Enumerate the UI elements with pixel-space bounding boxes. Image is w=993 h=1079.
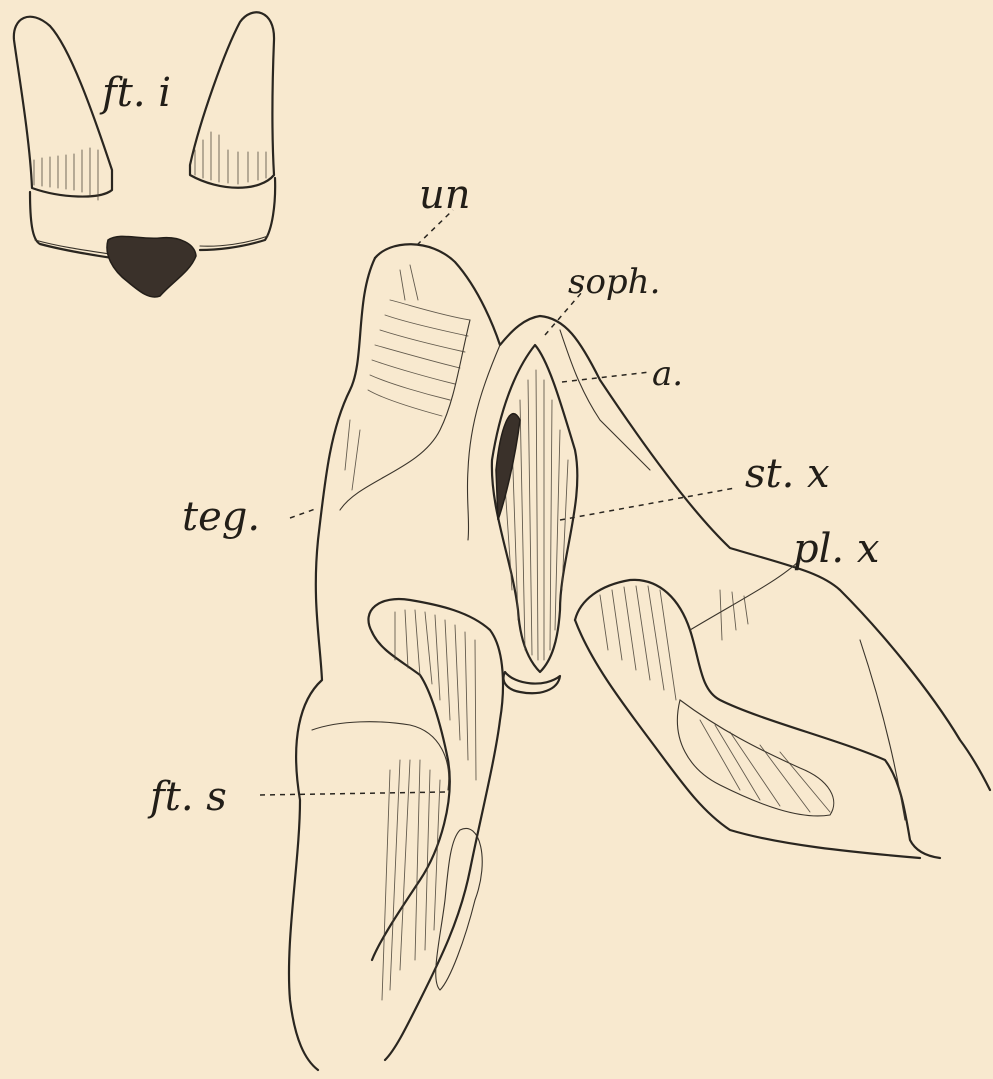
label-pl-x: pl. x (793, 526, 879, 572)
label-a: a. (652, 354, 683, 394)
label-un: un (419, 172, 471, 218)
label-ft-s: ft. s (147, 774, 227, 820)
label-teg: teg. (182, 494, 260, 540)
label-ft-i: ft. i (99, 70, 171, 116)
label-soph: soph. (568, 262, 660, 302)
label-st-x: st. x (745, 451, 830, 497)
main-figure (289, 244, 990, 1070)
inset-figure (14, 12, 275, 297)
